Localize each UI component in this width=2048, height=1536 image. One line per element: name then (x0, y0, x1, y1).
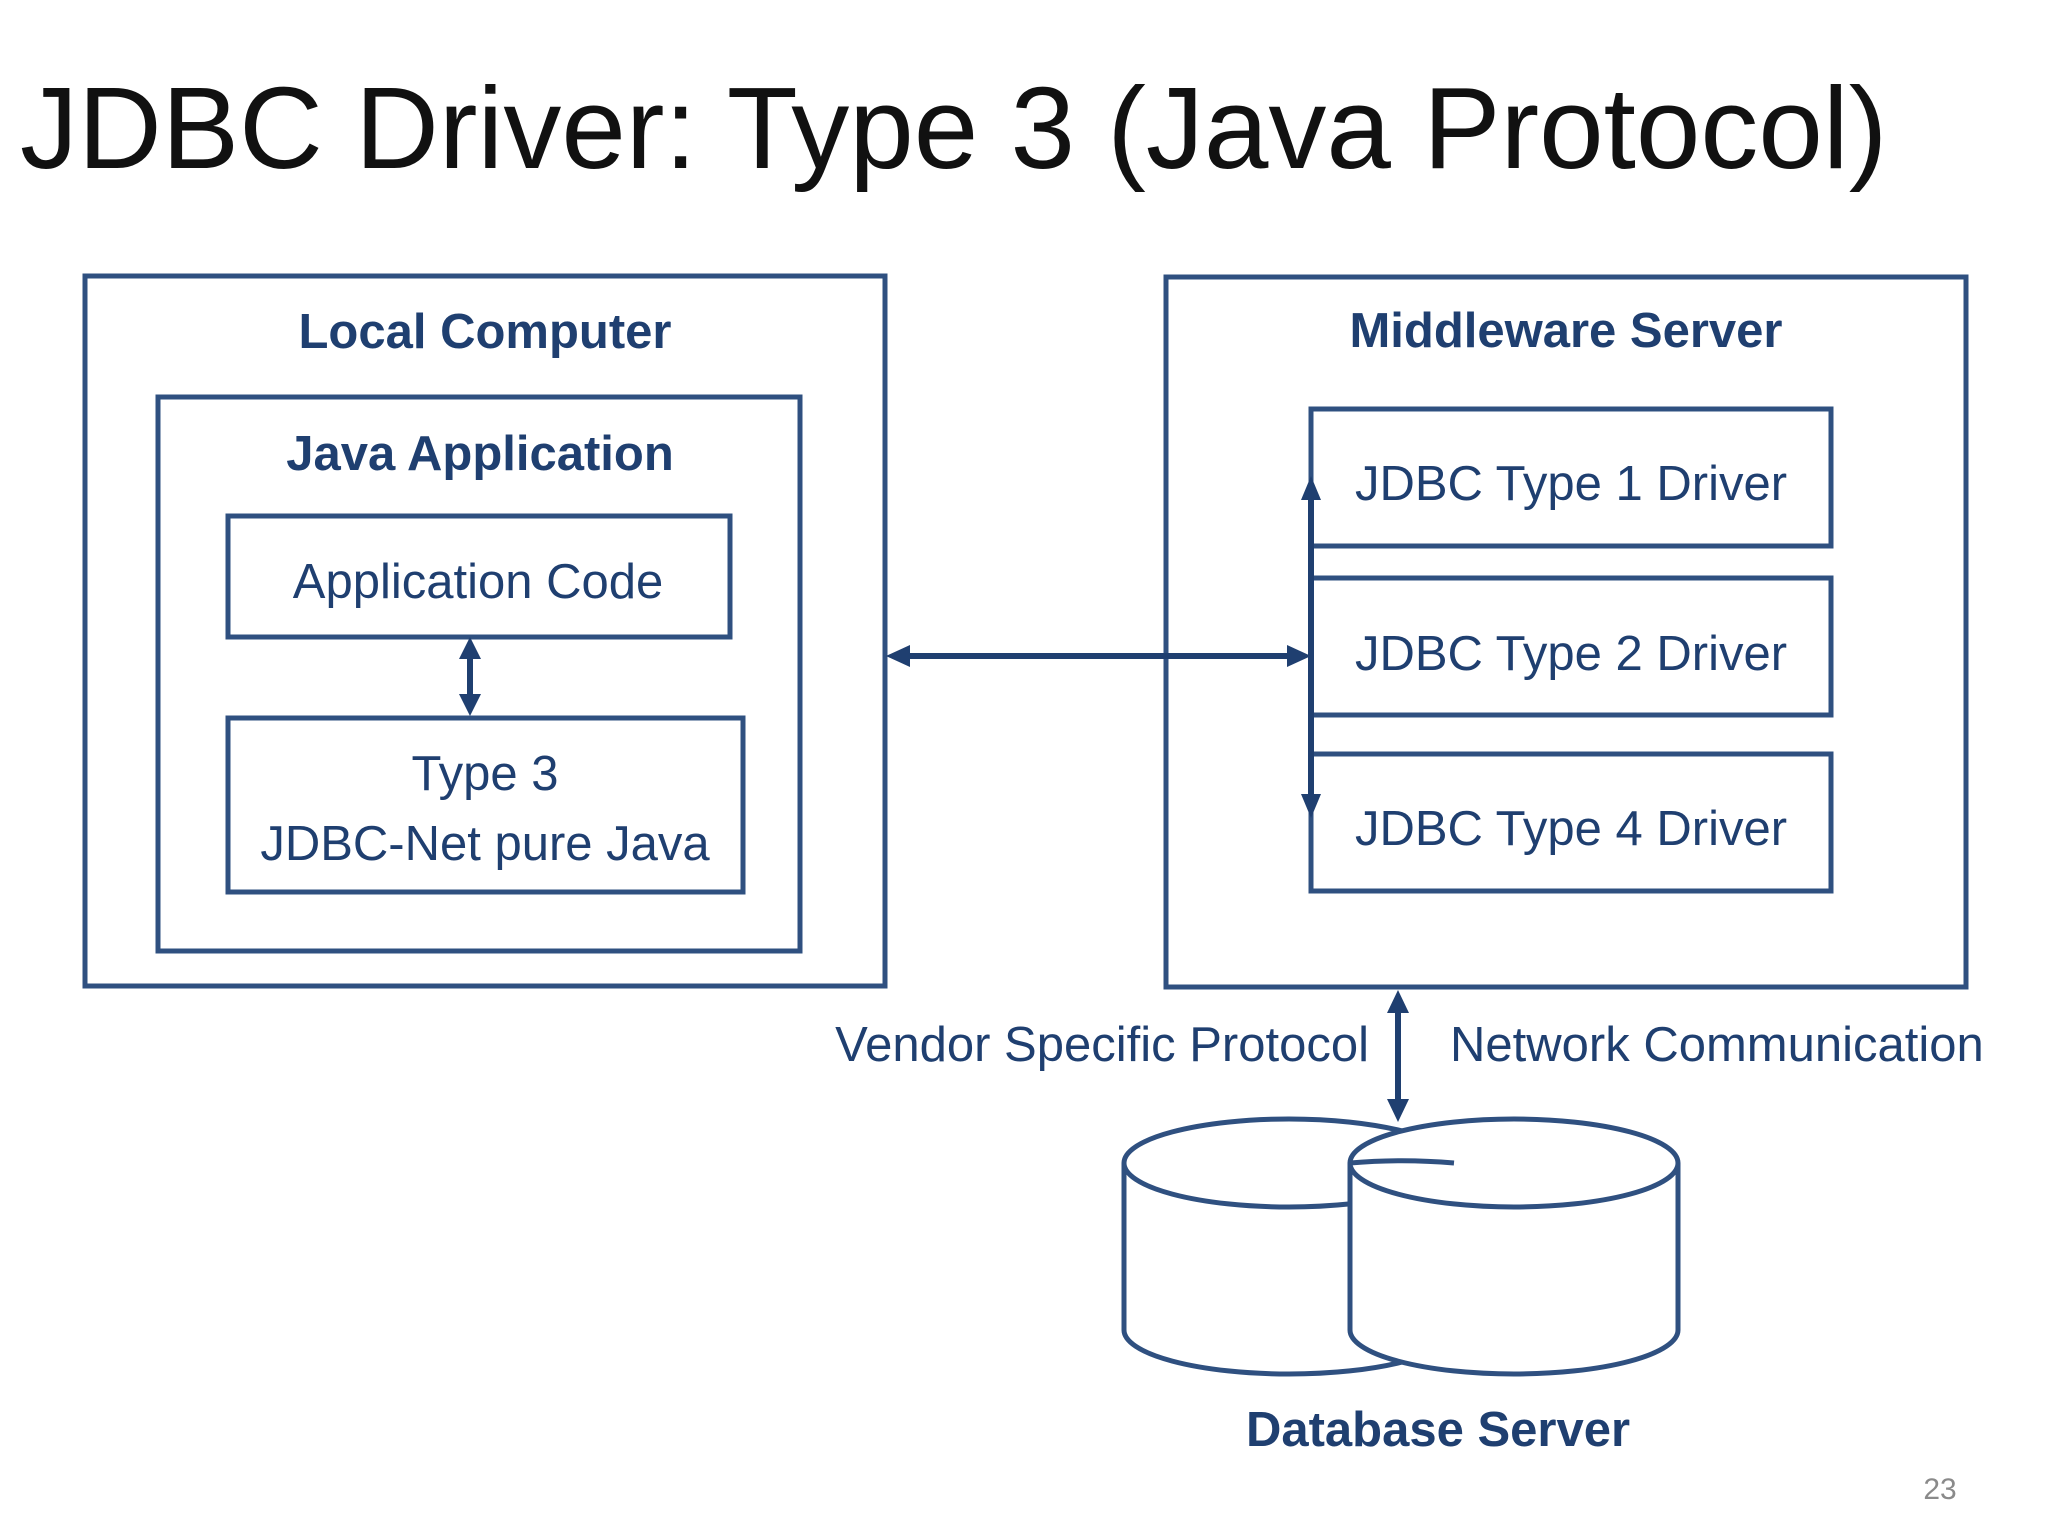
jdbc-type2-driver-label: JDBC Type 2 Driver (1355, 627, 1787, 681)
application-code-box (225, 513, 733, 640)
type3-label: Type 3 (411, 747, 558, 801)
page-number: 23 (1923, 1473, 1956, 1506)
database-server-label: Database Server (1246, 1403, 1630, 1457)
vendor-protocol-label: Vendor Specific Protocol (835, 1018, 1369, 1072)
local-to-middleware-arrow (886, 645, 1311, 667)
middleware-to-database-arrow (1387, 990, 1409, 1122)
local-computer-label: Local Computer (299, 305, 672, 359)
network-communication-label: Network Communication (1450, 1018, 1984, 1072)
jdbc-type1-driver-box (1308, 406, 1834, 549)
driver-distribution-arrow (1301, 476, 1321, 818)
type3-driver-box (225, 715, 746, 895)
application-code-label: Application Code (293, 555, 663, 609)
jdbc-type4-driver-box (1308, 751, 1834, 894)
jdbc-type2-driver-box (1308, 575, 1834, 718)
jdbc-type4-driver-label: JDBC Type 4 Driver (1355, 802, 1787, 856)
type3-subtitle: JDBC-Net pure Java (260, 817, 710, 871)
slide-title: JDBC Driver: Type 3 (Java Protocol) (20, 63, 1888, 193)
jdbc-type1-driver-label: JDBC Type 1 Driver (1355, 457, 1787, 511)
middleware-server-label: Middleware Server (1349, 304, 1782, 358)
app-code-to-driver-arrow (459, 637, 481, 716)
java-application-label: Java Application (286, 427, 674, 481)
database-cylinders-icon (1121, 1116, 1681, 1377)
